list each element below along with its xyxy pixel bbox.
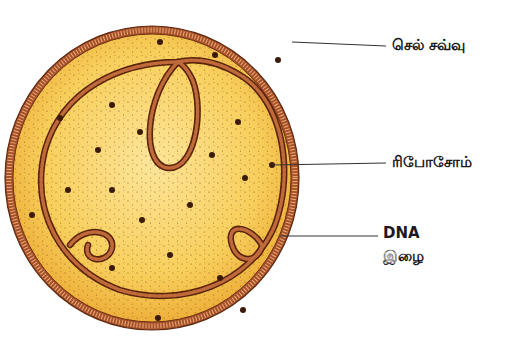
membrane-label: செல் சவ்வு bbox=[392, 34, 465, 57]
ribosome-label: ரிபோசோம் bbox=[392, 151, 472, 174]
dna-strand-label: DNA இழை bbox=[383, 222, 435, 269]
